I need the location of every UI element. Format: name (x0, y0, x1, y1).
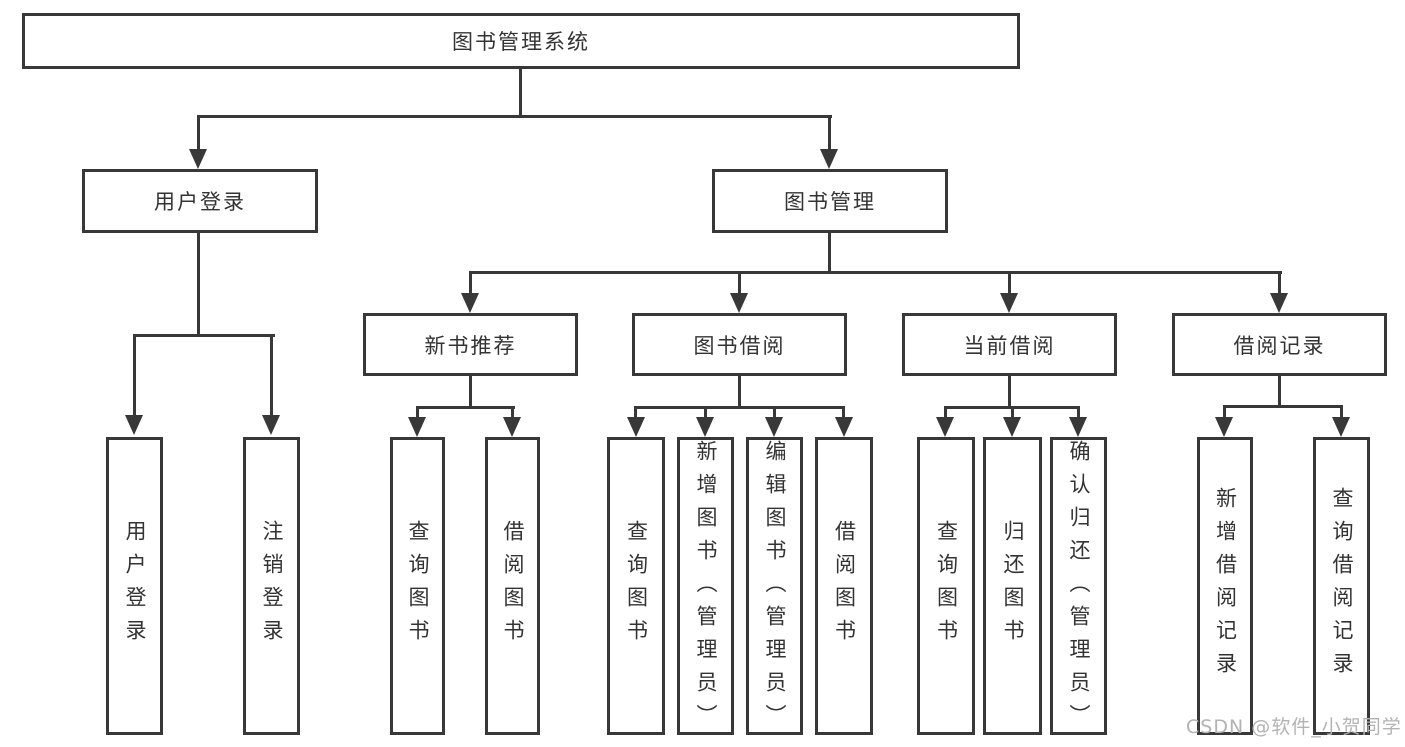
node-book-management-branch: 图书管理 (712, 169, 948, 233)
connector-line (416, 406, 515, 409)
connector-line (1278, 273, 1281, 295)
connector-line (634, 406, 845, 409)
arrow-down-icon (1003, 417, 1021, 437)
node-borrow-books: 借阅图书 (815, 437, 873, 735)
connector-line (1008, 376, 1011, 408)
connector-line (738, 376, 741, 408)
node-label: 借阅记录 (1233, 333, 1326, 358)
arrow-down-icon (835, 417, 853, 437)
connector-line (842, 408, 845, 418)
connector-line (738, 273, 741, 295)
arrow-down-icon (408, 417, 426, 437)
node-label: 借阅图书 (832, 520, 857, 652)
connector-line (1278, 376, 1281, 407)
node-label: 用户登录 (154, 190, 246, 214)
node-new-book-recommend: 新书推荐 (363, 313, 578, 376)
node-label: 当前借阅 (963, 333, 1056, 358)
connector-line (133, 334, 275, 337)
connector-line (511, 408, 514, 418)
arrow-down-icon (262, 415, 280, 435)
node-label: 新书推荐 (424, 333, 517, 358)
node-return-book: 归还图书 (983, 437, 1042, 735)
connector-line (773, 408, 776, 418)
node-label: 查询图书 (406, 520, 430, 652)
connector-line (519, 69, 522, 117)
watermark-text: CSDN @软件_小贺同学 (1186, 716, 1402, 738)
node-label: 图书管理 (784, 190, 876, 214)
connector-line (197, 232, 200, 337)
node-label: 查询借阅记录 (1330, 487, 1354, 685)
node-confirm-return-admin: 确认归还（管理员） (1050, 437, 1107, 737)
arrow-down-icon (189, 149, 207, 169)
arrow-down-icon (1000, 293, 1018, 313)
node-label: 注销登录 (260, 520, 284, 652)
connector-line (1223, 405, 1343, 408)
node-label: 用户登录 (123, 520, 147, 652)
node-label: 归还图书 (1001, 520, 1025, 652)
node-label: 查询图书 (934, 520, 959, 652)
node-label: 查询图书 (624, 520, 649, 652)
connector-line (1011, 408, 1014, 418)
arrow-down-icon (1069, 417, 1087, 437)
node-logout: 注销登录 (243, 437, 300, 735)
node-library-system: 图书管理系统 (22, 13, 1020, 69)
node-label: 图书管理系统 (452, 30, 590, 54)
arrow-down-icon (730, 293, 748, 313)
arrow-down-icon (461, 293, 479, 313)
arrow-down-icon (936, 417, 954, 437)
node-add-borrow-record: 新增借阅记录 (1197, 437, 1253, 735)
arrow-down-icon (1332, 417, 1350, 437)
connector-line (1340, 407, 1343, 418)
node-label: 新增借阅记录 (1213, 487, 1238, 685)
node-add-book-admin: 新增图书（管理员） (677, 437, 734, 737)
arrow-down-icon (125, 415, 143, 435)
node-edit-book-admin: 编辑图书（管理员） (746, 437, 803, 737)
node-query-books-recommend: 查询图书 (390, 437, 445, 735)
connector-line (634, 408, 637, 418)
connector-line (197, 115, 832, 118)
node-user-login: 用户登录 (106, 437, 163, 735)
node-query-books-borrow: 查询图书 (607, 437, 665, 735)
node-label: 编辑图书（管理员） (763, 440, 787, 737)
node-label: 确认归还（管理员） (1067, 440, 1091, 737)
connector-line (133, 336, 136, 416)
connector-line (469, 271, 1282, 274)
node-borrow-books-recommend: 借阅图书 (485, 437, 540, 735)
connector-line (1077, 408, 1080, 418)
node-label: 图书借阅 (693, 333, 786, 358)
connector-line (270, 336, 273, 416)
arrow-down-icon (1215, 417, 1233, 437)
connector-line (197, 117, 200, 150)
connector-line (1008, 273, 1011, 295)
arrow-down-icon (627, 417, 645, 437)
connector-line (469, 376, 472, 408)
node-label: 新增图书（管理员） (694, 440, 718, 737)
arrow-down-icon (765, 417, 783, 437)
connector-line (1223, 407, 1226, 418)
node-borrow-records: 借阅记录 (1172, 313, 1387, 376)
node-book-borrow: 图书借阅 (632, 313, 847, 376)
node-current-borrow: 当前借阅 (902, 313, 1117, 376)
arrow-down-icon (820, 149, 838, 169)
arrow-down-icon (696, 417, 714, 437)
node-user-login-branch: 用户登录 (82, 169, 318, 233)
arrow-down-icon (503, 417, 521, 437)
connector-line (469, 273, 472, 295)
node-label: 借阅图书 (501, 520, 525, 652)
connector-line (704, 408, 707, 418)
connector-line (416, 408, 419, 418)
connector-line (828, 117, 831, 150)
connector-line (828, 232, 831, 273)
node-query-books-current: 查询图书 (917, 437, 975, 735)
arrow-down-icon (1270, 293, 1288, 313)
connector-line (944, 406, 1080, 409)
node-query-borrow-record: 查询借阅记录 (1313, 437, 1370, 735)
connector-line (944, 408, 947, 418)
